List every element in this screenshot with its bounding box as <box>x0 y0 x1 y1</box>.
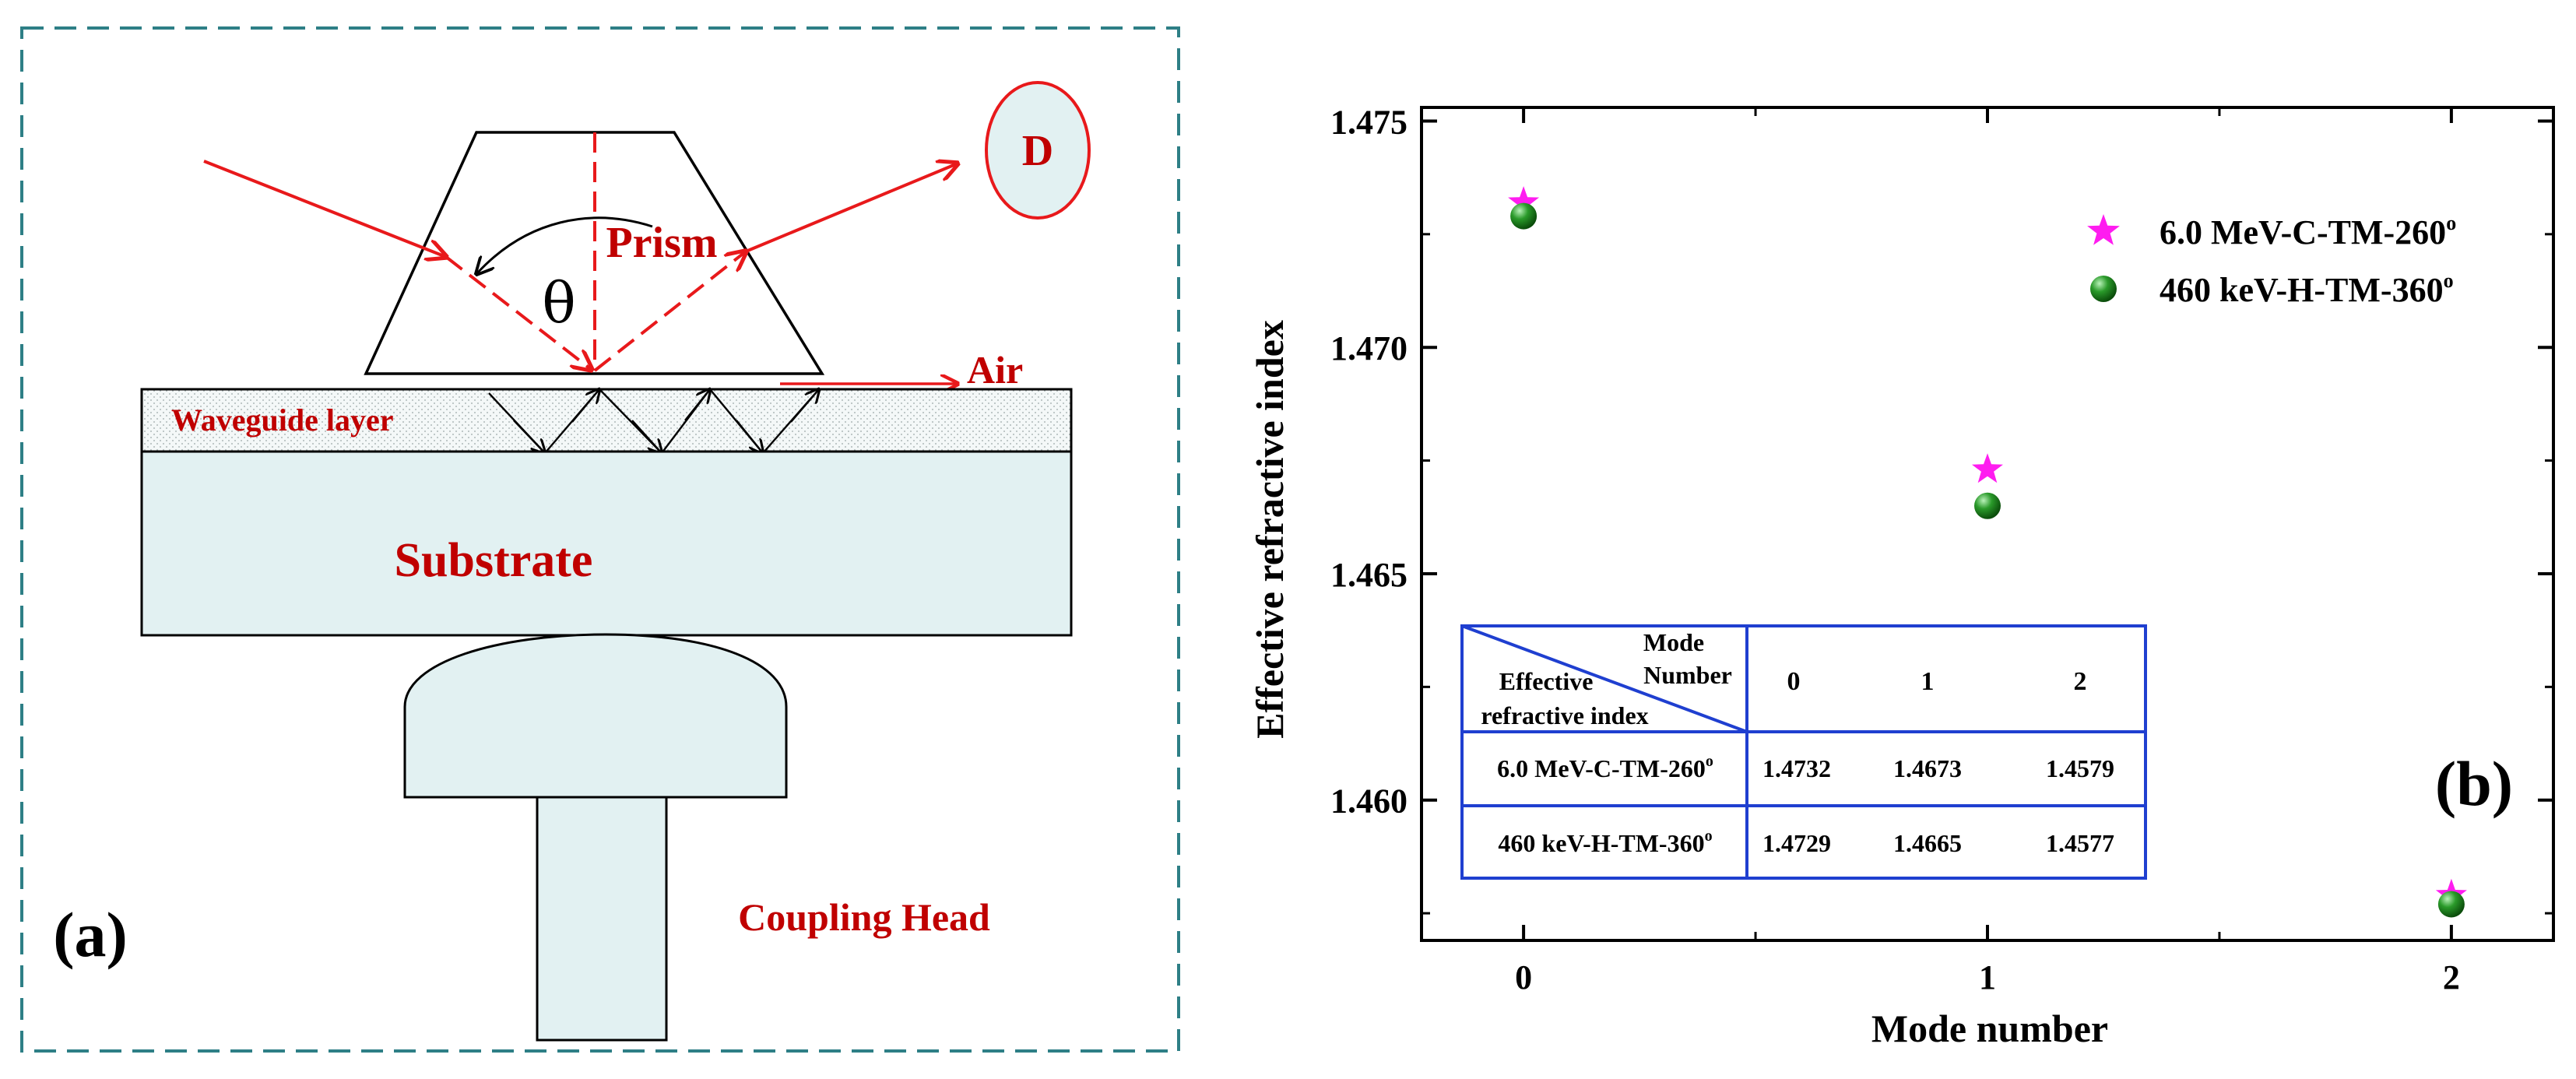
y-tick-label: 1.475 <box>1330 103 1407 141</box>
incident-beam-inside <box>445 255 592 370</box>
panel-a-label: (a) <box>53 899 128 970</box>
cell-hydrogen-1: 1.4665 <box>1893 829 1962 857</box>
legend-star-marker <box>2087 214 2120 245</box>
substrate-block <box>140 450 1073 637</box>
cell-hydrogen-2: 1.4577 <box>2046 829 2114 857</box>
chart-points <box>1508 186 2467 918</box>
y-tick-label: 1.460 <box>1330 782 1407 821</box>
angle-arc <box>476 216 653 274</box>
corner-effective: Effective <box>1499 667 1594 695</box>
row-label-hydrogen: 460 keV-H-TM-360o <box>1498 828 1712 857</box>
air-label: Air <box>967 348 1023 392</box>
x-axis-label: Mode number <box>1871 1007 2108 1050</box>
legend-label-hydrogen: 460 keV-H-TM-360o <box>2160 269 2454 309</box>
reflected-beam-outside <box>745 163 958 253</box>
col-header-0: 0 <box>1787 667 1801 696</box>
coupling-head-stem <box>536 796 668 1042</box>
coupling-head-cap <box>403 633 788 799</box>
sphere-point-mode-0 <box>1510 202 1538 230</box>
y-tick-label: 1.470 <box>1330 329 1407 367</box>
panel-a: D Prism θ Air Waveguide layer Substrate <box>20 26 1180 1053</box>
cell-carbon-0: 1.4732 <box>1762 754 1831 782</box>
legend-entry-hydrogen: 460 keV-H-TM-360o <box>2090 269 2454 309</box>
coupling-head-label: Coupling Head <box>738 895 990 939</box>
detector-ellipse <box>985 81 1091 220</box>
legend-sphere-marker <box>2090 276 2117 302</box>
x-tick-label: 2 <box>2443 958 2460 996</box>
y-tick-label: 1.465 <box>1330 556 1407 594</box>
substrate-label: Substrate <box>395 534 593 587</box>
sphere-point-mode-1 <box>1974 492 2001 519</box>
legend-entry-carbon: 6.0 MeV-C-TM-260o <box>2087 212 2456 251</box>
sphere-point-mode-2 <box>2437 891 2465 918</box>
legend: 6.0 MeV-C-TM-260o 460 keV-H-TM-360o <box>2087 212 2456 309</box>
corner-refractive-index: refractive index <box>1481 701 1648 729</box>
star-point-mode-0 <box>1508 186 1540 216</box>
row-label-carbon: 6.0 MeV-C-TM-260o <box>1497 753 1713 782</box>
x-tick-label: 1 <box>1979 958 1996 996</box>
waveguide-layer <box>140 388 1073 453</box>
legend-label-carbon: 6.0 MeV-C-TM-260o <box>2160 212 2456 251</box>
corner-number: Number <box>1643 661 1732 689</box>
prism-label: Prism <box>606 219 717 267</box>
x-tick-label: 0 <box>1515 958 1532 996</box>
cell-hydrogen-0: 1.4729 <box>1762 829 1831 857</box>
inset-corner-diagonal <box>1461 624 1748 733</box>
chart-ticks: 1.460 1.465 1.470 1.475 0 1 2 <box>1330 103 2553 996</box>
panel-b: 1.460 1.465 1.470 1.475 0 1 2 Effective refrac… <box>1248 103 2555 1050</box>
y-axis-label: Effective refractive index <box>1248 320 1292 739</box>
reflected-beam-inside <box>593 251 746 372</box>
panel-b-label: (b) <box>2435 748 2513 819</box>
panel-a-frame <box>20 26 1180 1053</box>
col-header-2: 2 <box>2074 667 2087 696</box>
corner-mode: Mode <box>1643 628 1704 656</box>
zigzag-arrowheads <box>513 389 819 453</box>
cell-carbon-1: 1.4673 <box>1893 754 1962 782</box>
detector-label: D <box>1022 127 1053 175</box>
inset-table: Mode Number Effective refractive index 0… <box>1460 624 2147 880</box>
theta-label: θ <box>542 270 575 336</box>
col-header-1: 1 <box>1921 667 1935 696</box>
star-point-mode-1 <box>1972 453 2003 483</box>
cell-carbon-2: 1.4579 <box>2046 754 2114 782</box>
incident-beam-outside <box>203 160 446 257</box>
waveguide-label: Waveguide layer <box>171 402 394 438</box>
